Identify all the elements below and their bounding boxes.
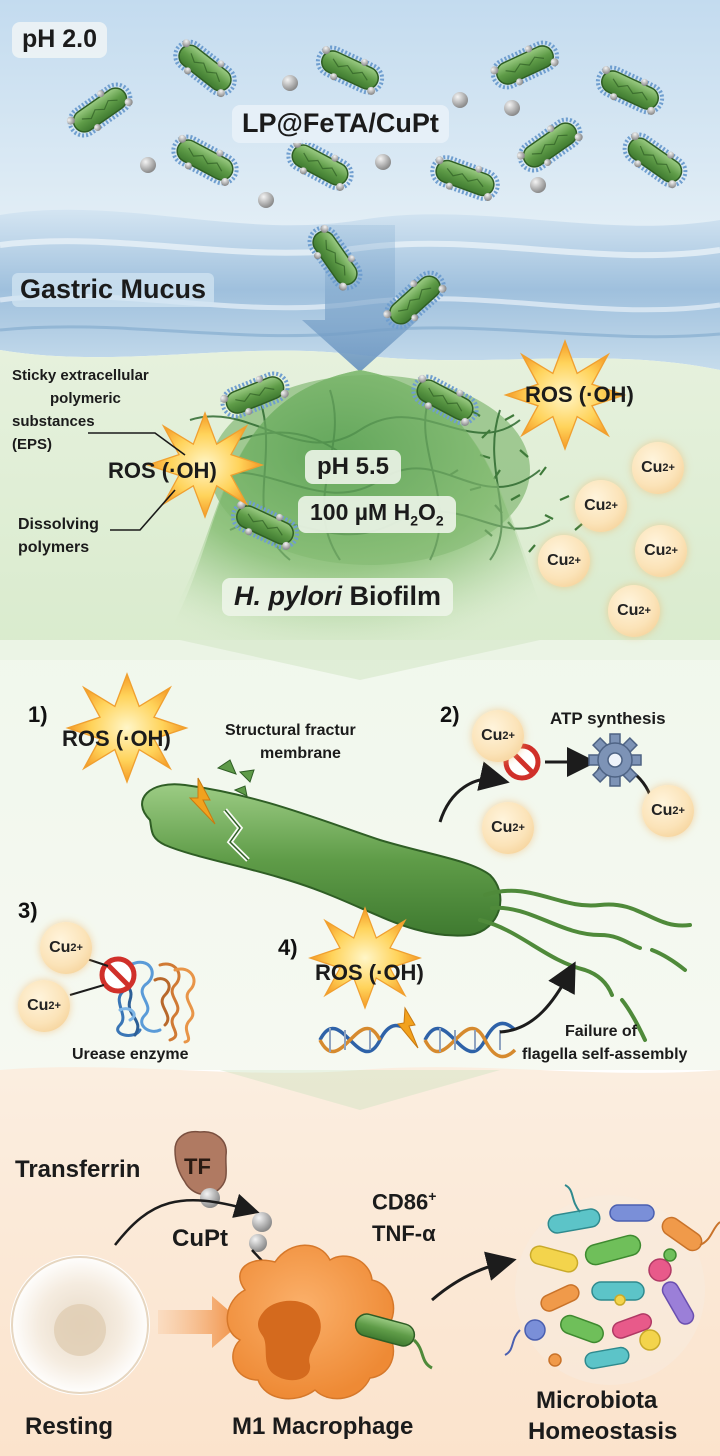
biofilm-title-rest: Biofilm <box>342 581 442 611</box>
cd86-label: CD86+ <box>372 1188 437 1215</box>
cu-ion-charge: 2+ <box>672 805 685 817</box>
h2o2-sub1: 2 <box>410 512 418 529</box>
cu-ion-symbol: Cu <box>27 997 49 1014</box>
h2o2-sub2: 2 <box>435 512 444 529</box>
cu-ion-symbol: Cu <box>644 542 666 559</box>
ph-mid-label: pH 5.5 <box>305 450 402 485</box>
biofilm-title: H. pylori Biofilm <box>222 578 454 616</box>
step-3-number: 3) <box>18 898 38 923</box>
cu-ion-symbol: Cu <box>481 727 503 744</box>
cu-ion-charge: 2+ <box>568 555 581 567</box>
gastric-mucus-label: Gastric Mucus <box>12 273 215 307</box>
h2o2-label: 100 µM H2O2 <box>298 496 456 533</box>
cd86-sup: + <box>428 1188 437 1204</box>
biofilm-title-italic: H. pylori <box>234 581 343 611</box>
dissolving-label-1: Dissolving <box>18 516 99 533</box>
cupt-label: CuPt <box>172 1225 228 1252</box>
eps-label-3: substances <box>12 413 95 430</box>
cu-ion-charge: 2+ <box>512 822 525 834</box>
ph-top-label: pH 2.0 <box>12 22 108 58</box>
ros-right-label: ROS (·OH) <box>525 382 634 407</box>
eps-label-2: polymeric <box>50 390 121 407</box>
ros-step4-label: ROS (·OH) <box>315 960 424 985</box>
flagella-label-1: Failure of <box>565 1023 638 1040</box>
resting-label: Resting <box>25 1413 114 1440</box>
cu-ion-charge: 2+ <box>665 545 678 557</box>
h2o2-text: 100 µM H <box>310 499 411 525</box>
step-4-number: 4) <box>278 935 298 960</box>
nanoparticle-label: LP@FeTA/CuPt <box>232 105 449 143</box>
cu-ion-symbol: Cu <box>49 939 71 956</box>
tnf-label: TNF-α <box>372 1221 436 1246</box>
flagella-label-2: flagella self-assembly <box>522 1046 688 1063</box>
tf-label: TF <box>184 1154 211 1179</box>
cu-ion-symbol: Cu <box>491 819 513 836</box>
cu-ion-charge: 2+ <box>48 1000 61 1012</box>
step-1-number: 1) <box>28 702 48 727</box>
m1-macrophage-label: M1 Macrophage <box>232 1413 414 1440</box>
ros-left-label: ROS (·OH) <box>108 458 217 483</box>
microbiota-label-2: Homeostasis <box>528 1418 678 1445</box>
eps-label-4: (EPS) <box>12 436 53 453</box>
cu-ion-charge: 2+ <box>638 605 651 617</box>
atp-label: ATP synthesis <box>550 709 666 728</box>
ros-step1-label: ROS (·OH) <box>62 726 171 751</box>
cu-ion-symbol: Cu <box>641 459 663 476</box>
cd86-text: CD86 <box>372 1189 429 1215</box>
cu-ion-charge: 2+ <box>70 942 83 954</box>
eps-label-1: Sticky extracellular <box>12 367 149 384</box>
cu-ion-symbol: Cu <box>584 497 606 514</box>
microbiota-label-1: Microbiota <box>536 1387 658 1414</box>
cu-ion-symbol: Cu <box>617 602 639 619</box>
cu-ion-charge: 2+ <box>502 730 515 742</box>
cu-ion-symbol: Cu <box>651 802 673 819</box>
cu-ion-charge: 2+ <box>662 462 675 474</box>
step-2-number: 2) <box>440 702 460 727</box>
fracture-label-2: membrane <box>260 745 341 762</box>
cu-ion-symbol: Cu <box>547 552 569 569</box>
transferrin-label: Transferrin <box>15 1156 141 1183</box>
cu-ion-charge: 2+ <box>605 500 618 512</box>
fracture-label-1: Structural fractur <box>225 722 356 739</box>
dissolving-label-2: polymers <box>18 539 90 556</box>
urease-label: Urease enzyme <box>72 1046 189 1063</box>
h2o2-o: O <box>417 499 436 525</box>
